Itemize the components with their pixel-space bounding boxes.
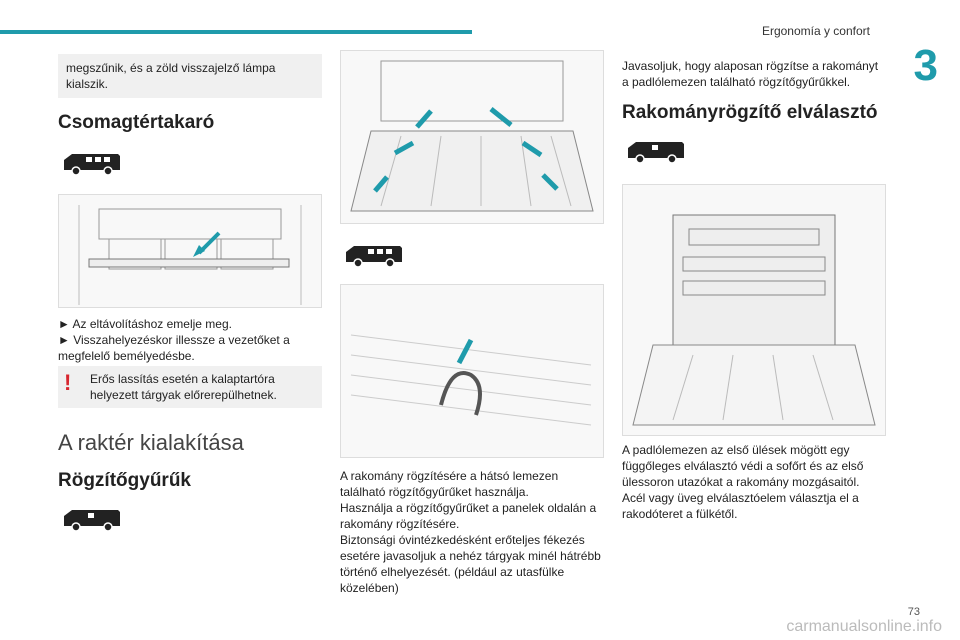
- van-icon: [64, 154, 120, 176]
- partition-line-4: Acél vagy üveg elválasztóelem választja …: [622, 491, 859, 505]
- lashing-line-6: esetére javasoljuk a nehéz tárgyak minél…: [340, 549, 601, 563]
- van-icon-3: [628, 142, 684, 164]
- partition-paragraph: A padlólemezen az első ülések mögött egy…: [622, 442, 884, 522]
- illustration-lashing-ring: [340, 284, 604, 458]
- illustration-parcel-shelf: [58, 194, 322, 308]
- lashing-line-1: A rakomány rögzítésére a hátsó lemezen: [340, 469, 559, 483]
- lashing-line-7: történő elhelyezését. (például az utasfü…: [340, 565, 565, 579]
- warning-box: ! Erős lassítás esetén a kalaptartóra he…: [58, 366, 322, 408]
- lashing-line-3: Használja a rögzítőgyűrűket a panelek ol…: [340, 501, 597, 515]
- watermark-link[interactable]: carmanualsonline.info: [786, 618, 942, 635]
- illustration-load-floor: [340, 50, 604, 224]
- page-number: 73: [907, 606, 920, 618]
- lashing-line-2: található rögzítőgyűrűket használja.: [340, 485, 529, 499]
- partition-line-2: függőleges elválasztó védi a sofőrt és a…: [622, 459, 864, 473]
- lashing-line-8: közelében): [340, 581, 399, 595]
- illustration-partition: [622, 184, 886, 436]
- partition-line-5: rakodóteret a fülkétől.: [622, 507, 738, 521]
- van-icon-small: [64, 510, 120, 532]
- van-icon-2: [346, 246, 402, 268]
- bullet-reinsert: ► Visszahelyezéskor illessze a vezetőket…: [58, 333, 290, 363]
- lashing-paragraph: A rakomány rögzítésére a hátsó lemezen t…: [340, 468, 602, 596]
- lashing-line-4: rakomány rögzítésére.: [340, 517, 460, 531]
- header-accent-bar: [0, 30, 472, 34]
- chapter-number: 3: [913, 41, 938, 90]
- intro-text: megszűnik, és a zöld visszajelző lámpa k…: [66, 61, 276, 91]
- section-title: Ergonomía y confort: [761, 24, 870, 38]
- warning-text: Erős lassítás esetén a kalaptartóra hely…: [90, 372, 277, 402]
- intro-box: megszűnik, és a zöld visszajelző lámpa k…: [58, 54, 322, 98]
- bullet-remove: ► Az eltávolításhoz emelje meg.: [58, 317, 232, 331]
- partition-line-1: A padlólemezen az első ülések mögött egy: [622, 443, 850, 457]
- heading-csomagtertakaro: Csomagtértakaró: [58, 112, 215, 133]
- partition-line-3: ülessoron utazókat a rakomány mozgásaitó…: [622, 475, 860, 489]
- section-heading: A raktér kialakítása: [58, 430, 244, 455]
- warning-icon: !: [64, 370, 72, 395]
- heading-elvalaszto: Rakományrögzítő elválasztó: [622, 102, 878, 123]
- col3-intro: Javasoljuk, hogy alaposan rögzítse a rak…: [622, 59, 879, 89]
- heading-rogzitogyuruk: Rögzítőgyűrűk: [58, 470, 191, 491]
- lashing-line-5: Biztonsági óvintézkedésként erőteljes fé…: [340, 533, 585, 547]
